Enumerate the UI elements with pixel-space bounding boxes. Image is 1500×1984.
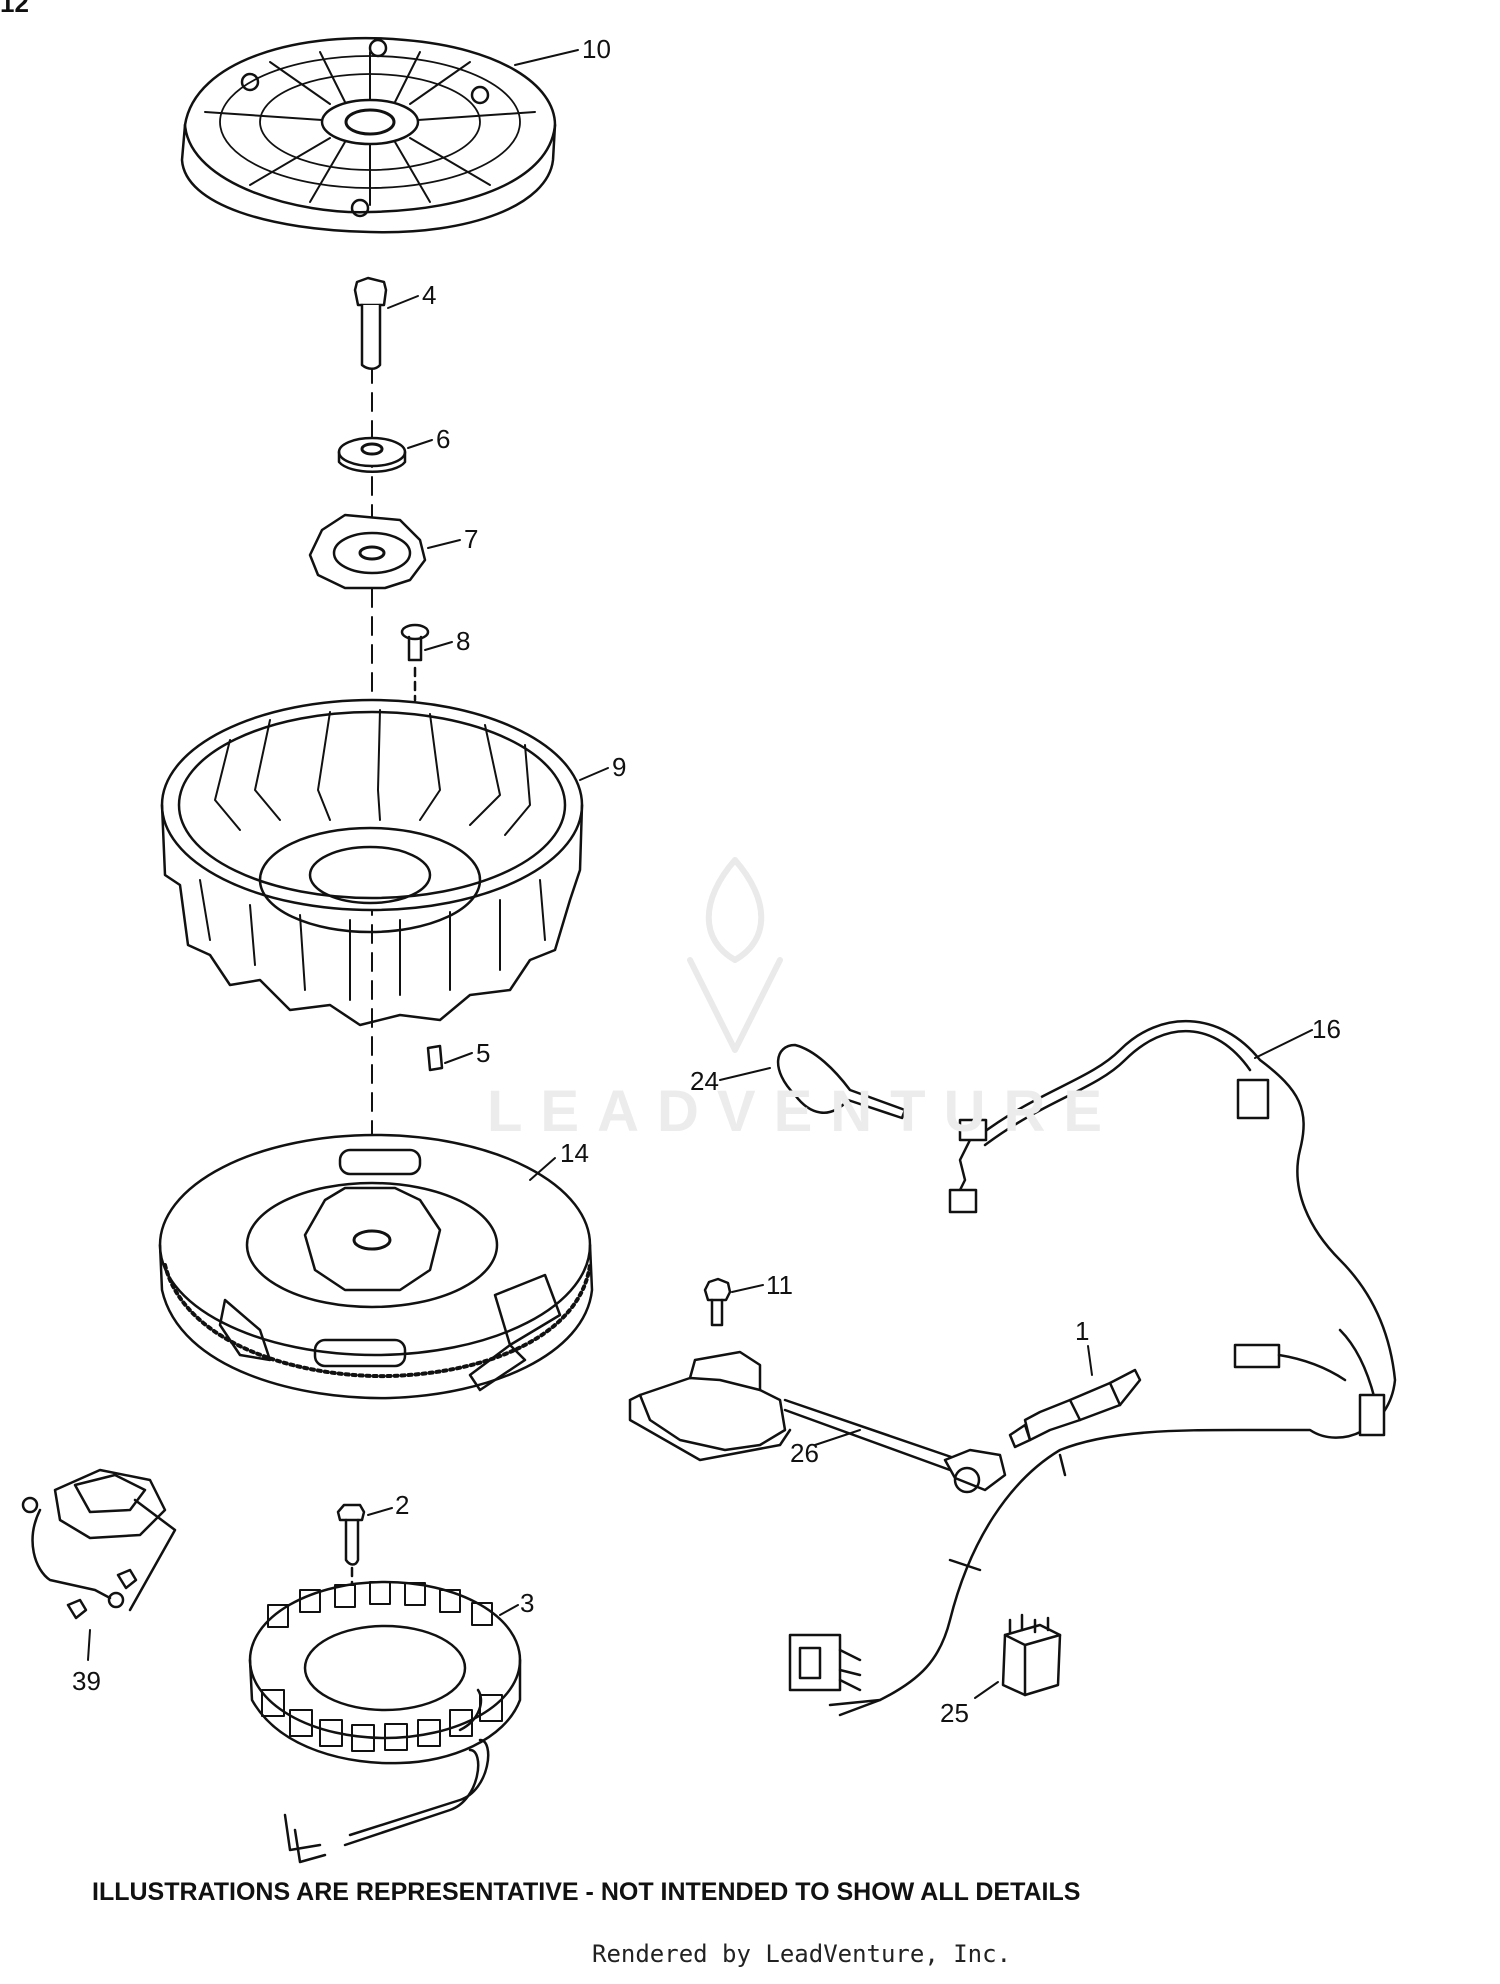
watermark-logo	[687, 857, 783, 1053]
disclaimer-text: ILLUSTRATIONS ARE REPRESENTATIVE - NOT I…	[92, 1878, 1081, 1906]
part-label-7: 7	[464, 524, 479, 554]
rendered-by-credit: Rendered by LeadVenture, Inc.	[592, 1940, 1012, 1968]
page-corner-fragment: 12	[0, 0, 29, 18]
ignition-module	[628, 1350, 1007, 1494]
part-label-11: 11	[766, 1270, 793, 1300]
part-label-39: 39	[72, 1666, 101, 1696]
spark-plug	[1008, 1368, 1142, 1449]
part-label-9: 9	[612, 752, 627, 782]
stator	[248, 1580, 522, 1864]
rectifier-regulator	[21, 1468, 177, 1620]
leader-lines	[87, 49, 1313, 1699]
module-mounting-bolt	[703, 1277, 732, 1327]
part-label-6: 6	[436, 424, 451, 454]
part-label-16: 16	[1312, 1014, 1341, 1044]
watermark-text: LEADVENTURE	[487, 1079, 1121, 1144]
part-label-14: 14	[560, 1138, 589, 1168]
flywheel-key	[426, 1044, 444, 1072]
relay	[1001, 1613, 1062, 1697]
wiring-harness	[788, 1020, 1397, 1717]
fan-retainer-plate	[308, 513, 427, 590]
flat-washer	[337, 436, 407, 473]
fan-screw	[400, 623, 430, 702]
part-label-2: 2	[395, 1490, 410, 1520]
part-label-26: 26	[790, 1438, 819, 1468]
stator-screw	[336, 1503, 366, 1602]
part-label-8: 8	[456, 626, 471, 656]
flywheel-bolt	[353, 276, 388, 370]
part-label-24: 24	[690, 1066, 719, 1096]
part-label-25: 25	[940, 1698, 969, 1728]
part-label-3: 3	[520, 1588, 535, 1618]
cable-tie	[776, 1043, 907, 1120]
flywheel	[158, 1133, 594, 1400]
cooling-fan	[160, 698, 584, 1027]
part-label-10: 10	[582, 34, 611, 64]
part-label-1: 1	[1075, 1316, 1090, 1346]
fan-screen	[180, 36, 557, 234]
part-label-4: 4	[422, 280, 437, 310]
part-label-5: 5	[476, 1038, 491, 1068]
